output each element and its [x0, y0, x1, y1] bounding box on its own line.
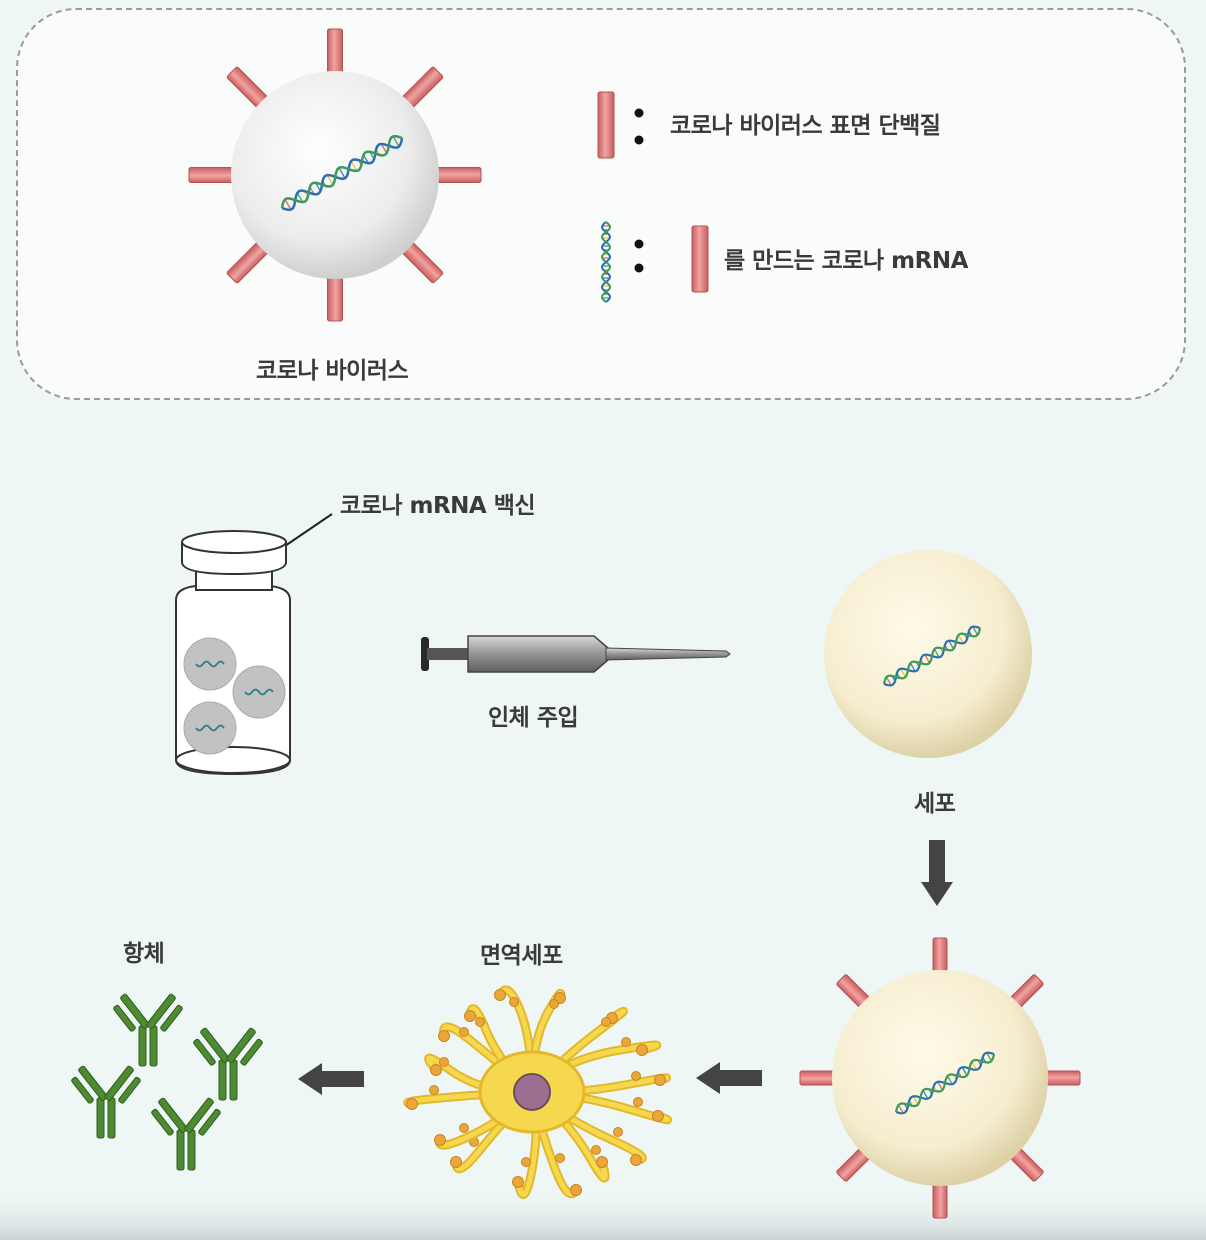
base-pair: [971, 1061, 978, 1071]
dna-strand: [894, 1053, 996, 1113]
dendrite-tip: [633, 1097, 643, 1107]
callout-line: [281, 513, 333, 549]
dendrite-tip: [494, 989, 506, 1001]
base-pair: [380, 143, 388, 154]
base-pair: [284, 199, 292, 210]
dendrite-tip: [439, 1057, 449, 1067]
dendrite-tip: [450, 1156, 462, 1168]
dendrite-tip: [621, 1037, 631, 1047]
vaccine-label: 코로나 mRNA 백신: [340, 493, 536, 519]
cell-body: [832, 970, 1048, 1186]
base-pair: [338, 167, 346, 179]
base-pair: [948, 640, 955, 650]
base-pair: [972, 626, 979, 636]
cell-label: 세포: [914, 791, 956, 817]
dna-strand: [281, 137, 404, 212]
dendrite-tip: [601, 1017, 611, 1027]
dendrite-tip: [636, 1044, 648, 1056]
antibody: [113, 993, 183, 1067]
dna-strand: [280, 134, 403, 209]
base-pair: [924, 654, 931, 664]
antibody-group: [71, 993, 263, 1171]
dendrite-tip: [429, 1085, 439, 1095]
cell-mrna: [882, 625, 982, 687]
base-pair: [296, 192, 304, 203]
dendrite-tip: [512, 1176, 524, 1188]
base-pair: [961, 1066, 968, 1076]
colon-dot: [634, 135, 644, 145]
base-pair: [946, 1075, 953, 1085]
coronavirus-illustration: [188, 28, 482, 322]
base-pair: [900, 668, 907, 678]
base-pair: [326, 174, 334, 186]
colon-dot: [634, 108, 644, 118]
legend-spike-icon: [597, 91, 615, 159]
antibody: [193, 1027, 263, 1101]
base-pair: [909, 662, 916, 672]
colon-dot: [634, 239, 644, 249]
base-pair: [922, 1090, 929, 1100]
antibody-label: 항체: [123, 941, 165, 967]
dendrite-tip: [652, 1110, 664, 1122]
base-pair: [937, 1081, 944, 1091]
vaccine-vial: [175, 513, 333, 776]
arrow-left: [298, 1063, 364, 1095]
base-pair: [885, 676, 892, 686]
legend-spike-label: 코로나 바이러스 표면 단백질: [670, 113, 941, 139]
arrow-left: [696, 1062, 762, 1094]
floor-shadow: [0, 1190, 1206, 1240]
cell-with-spike-proteins: [799, 937, 1081, 1219]
dendrite-tip: [596, 1156, 608, 1168]
arrow-down: [921, 840, 953, 906]
base-pair: [350, 160, 358, 172]
dendrite-tip: [438, 1030, 450, 1042]
antibody: [151, 1097, 221, 1171]
mrna-strand: [244, 688, 274, 696]
mrna-strand: [195, 660, 225, 668]
dendrite-tip: [591, 1145, 601, 1155]
dendrite-tip: [434, 1134, 446, 1146]
base-pair: [957, 634, 964, 644]
mrna-strand: [195, 724, 225, 732]
injection-label: 인체 주입: [488, 705, 579, 731]
base-pair: [986, 1052, 993, 1062]
dendrite-tip: [464, 1010, 476, 1022]
dendrite-tip: [570, 1184, 582, 1196]
dendrite-tip: [631, 1071, 641, 1081]
dendrite-tip: [406, 1098, 418, 1110]
legend-box: [16, 8, 1186, 400]
legend-mrna-icon: [600, 221, 612, 303]
dendrite-tip: [459, 1027, 469, 1037]
dna-strand: [600, 221, 612, 303]
immune-cell-label: 면역세포: [480, 943, 563, 969]
dna-strand: [882, 627, 982, 685]
dendrite-tip: [509, 997, 519, 1007]
syringe: [421, 635, 731, 673]
dendrite-tip: [549, 999, 559, 1009]
base-pair: [897, 1104, 904, 1114]
dendrite-tip: [613, 1127, 623, 1137]
nucleus: [513, 1073, 551, 1111]
immune-cell: [403, 985, 673, 1199]
dendrite-tip: [630, 1154, 642, 1166]
base-pair: [912, 1095, 919, 1105]
virus-label: 코로나 바이러스: [256, 358, 409, 384]
dendrite-tip: [430, 1064, 442, 1076]
dendrite-tip: [654, 1074, 666, 1086]
colon-dot: [634, 263, 644, 273]
base-pair: [392, 136, 400, 147]
base-pair: [933, 648, 940, 658]
dendrite-tip: [555, 1153, 565, 1163]
dendrite-tip: [521, 1157, 531, 1167]
antibody: [71, 1065, 141, 1139]
dendrite-tip: [459, 1123, 469, 1133]
legend-spike-icon-small: [691, 225, 709, 293]
legend-mrna-label: 를 만드는 코로나 mRNA: [724, 248, 968, 274]
dendrite-tip: [475, 1017, 485, 1027]
